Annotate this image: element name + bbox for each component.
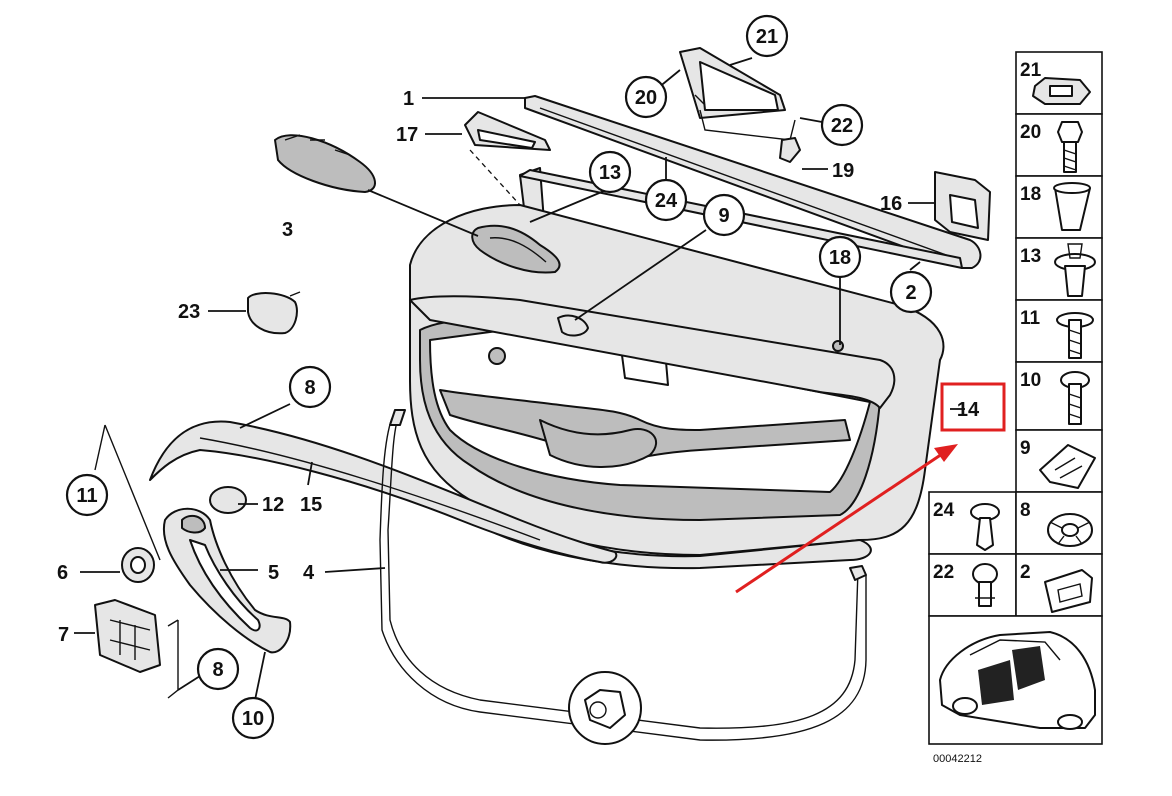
callout-1: 1: [403, 88, 414, 110]
legend-cell-22: 22: [928, 553, 1017, 617]
svg-text:10: 10: [242, 708, 264, 730]
callout-19: 19: [832, 160, 854, 182]
callout-21: 21: [745, 14, 789, 58]
door-trim-panel: [409, 167, 945, 570]
callout-24: 24: [644, 178, 688, 222]
callout-20: 20: [624, 75, 668, 119]
svg-text:22: 22: [933, 562, 954, 583]
svg-text:9: 9: [1020, 438, 1031, 459]
callout-15: 15: [300, 494, 322, 516]
callout-14-highlight: 14: [940, 382, 1006, 432]
callout-11: 11: [65, 473, 109, 517]
callout-12: 12: [262, 494, 284, 516]
group-bracket-11: [94, 424, 161, 561]
svg-text:11: 11: [1020, 308, 1041, 329]
callout-18: 18: [818, 235, 862, 279]
svg-text:8: 8: [304, 377, 315, 399]
pull-handle: [162, 507, 292, 654]
callout-8a: 8: [288, 365, 332, 409]
side-bracket: [934, 171, 991, 241]
callout-22: 22: [820, 103, 864, 147]
armrest-strip: [149, 420, 618, 564]
seal-section-detail: [568, 671, 642, 745]
svg-text:13: 13: [599, 162, 621, 184]
svg-text:18: 18: [829, 247, 851, 269]
legend-cell-20: 20: [1015, 113, 1103, 177]
svg-text:10: 10: [1020, 370, 1041, 391]
legend-cell-10: 10: [1015, 361, 1103, 431]
speaker-grille: [274, 134, 479, 237]
cover-cap: [209, 486, 247, 514]
callout-5: 5: [268, 562, 279, 584]
vehicle-location-view: [928, 615, 1103, 745]
callout-8b: 8: [196, 647, 240, 691]
svg-text:8: 8: [212, 659, 223, 681]
svg-text:18: 18: [1020, 184, 1041, 205]
document-number: 00042212: [933, 753, 982, 765]
washer: [121, 547, 155, 583]
red-arrow: [735, 444, 958, 594]
svg-text:21: 21: [1020, 60, 1042, 81]
svg-text:13: 13: [1020, 246, 1041, 267]
svg-text:24: 24: [655, 190, 678, 212]
svg-text:24: 24: [933, 500, 955, 521]
leader-lines: [74, 57, 965, 701]
callout-2: 2: [889, 270, 933, 314]
clip-bracket: [94, 599, 179, 699]
svg-text:20: 20: [635, 87, 657, 109]
badge-emblem: [247, 291, 301, 335]
svg-text:20: 20: [1020, 122, 1041, 143]
legend-cell-8: 8: [1015, 491, 1103, 555]
fastener-legend-panel: 21 20 18 13 11 10 9 24 8 22 2: [928, 51, 1103, 765]
legend-cell-9: 9: [1015, 429, 1103, 493]
mounting-bracket: [679, 47, 801, 163]
legend-cell-18: 18: [1015, 175, 1103, 239]
callout-17: 17: [396, 124, 418, 146]
svg-text:8: 8: [1020, 500, 1031, 521]
callout-16: 16: [880, 193, 902, 215]
svg-text:22: 22: [831, 115, 853, 137]
legend-cell-13: 13: [1015, 237, 1103, 301]
callout-9: 9: [702, 193, 746, 237]
svg-text:9: 9: [718, 205, 729, 227]
callout-23: 23: [178, 301, 200, 323]
legend-cell-11: 11: [1015, 299, 1103, 363]
callouts: 21 20 22 13 24 9 18 2 8 11 8 10 1 17 19 …: [57, 14, 1006, 740]
svg-text:2: 2: [905, 282, 916, 304]
legend-cell-2: 2: [1015, 553, 1103, 617]
inner-handle-trim: [464, 111, 551, 206]
callout-4: 4: [303, 562, 315, 584]
svg-text:21: 21: [756, 26, 778, 48]
legend-cell-24: 24: [928, 491, 1017, 555]
callout-7: 7: [58, 624, 69, 646]
callout-6: 6: [57, 562, 68, 584]
legend-cell-21: 21: [1015, 51, 1103, 115]
svg-text:11: 11: [76, 485, 97, 507]
callout-10: 10: [231, 696, 275, 740]
door-seal: [379, 409, 867, 741]
svg-text:2: 2: [1020, 562, 1031, 583]
callout-14: 14: [957, 399, 980, 421]
callout-13: 13: [588, 150, 632, 194]
callout-3: 3: [282, 219, 293, 241]
